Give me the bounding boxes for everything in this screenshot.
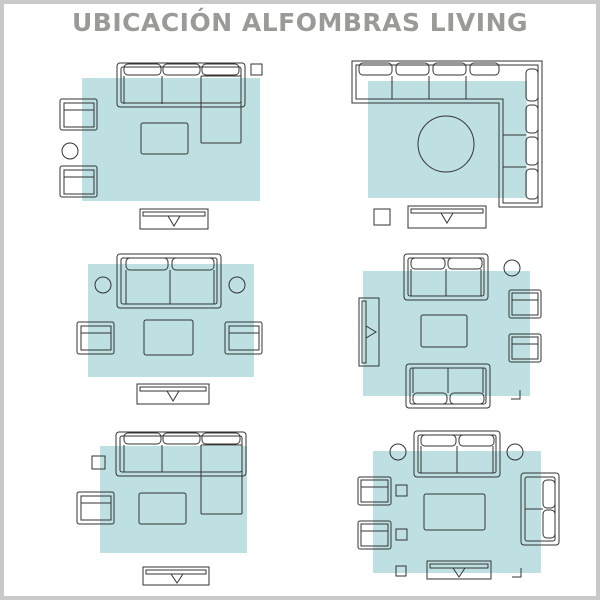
page-title: UBICACIÓN ALFOMBRAS LIVING (71, 8, 529, 37)
armchair-right-top (508, 289, 542, 319)
sofa-three-seat-with-chaise (115, 431, 247, 515)
armchair-right (224, 321, 263, 355)
sofa-bottom (405, 363, 491, 409)
small-table-top (395, 484, 408, 497)
side-table (373, 208, 391, 226)
small-table-bottom (395, 528, 408, 541)
tv-console (136, 383, 210, 405)
armchair-left (76, 321, 115, 355)
layout-1-three-seat-chaise-sofa (59, 62, 263, 230)
layout-4-two-sofas-console (358, 253, 542, 409)
rug (368, 81, 527, 198)
layout-6-sofa-loveseat-armchairs (357, 430, 560, 580)
loveseat-right (520, 472, 560, 546)
rug (100, 446, 247, 553)
corner-mark (511, 390, 521, 400)
armchair-left-top (59, 98, 98, 131)
coffee-table (143, 319, 194, 356)
tv-console (139, 208, 209, 230)
coffee-table (420, 314, 468, 348)
round-side-table (503, 259, 521, 277)
tv-console (142, 566, 210, 586)
armchair-right-bottom (508, 333, 542, 363)
side-table (91, 455, 106, 470)
rug (82, 78, 260, 201)
tv-console (426, 560, 492, 580)
round-side-table-left (94, 276, 112, 294)
armchair-left-bottom (357, 520, 392, 550)
corner-table-left (395, 565, 407, 577)
coffee-table (423, 493, 486, 531)
round-side-table (61, 142, 79, 160)
sofa-two-seat (116, 253, 222, 309)
layout-5-chaise-sofa-small-rug (76, 431, 247, 586)
round-coffee-table (417, 115, 475, 173)
sofa-l-shaped-sectional (351, 60, 543, 208)
tv-console (407, 205, 487, 229)
console-table (358, 297, 380, 367)
corner-mark (512, 568, 522, 578)
coffee-table (138, 492, 187, 525)
round-side-table-left (389, 443, 407, 461)
armchair-left-bottom (59, 165, 98, 198)
side-table (250, 63, 263, 76)
round-side-table-right (228, 276, 246, 294)
armchair-left (76, 491, 115, 525)
armchair-left-top (357, 476, 392, 506)
coffee-table (140, 122, 189, 155)
layout-3-sofa-armchairs-side-tables (76, 253, 263, 405)
round-side-table-right (506, 443, 524, 461)
sofa-three-seat-with-chaise (116, 62, 246, 144)
sofa-top (403, 253, 489, 301)
layout-2-l-shaped-sectional-round-table (351, 60, 543, 229)
sofa-top (413, 430, 501, 478)
